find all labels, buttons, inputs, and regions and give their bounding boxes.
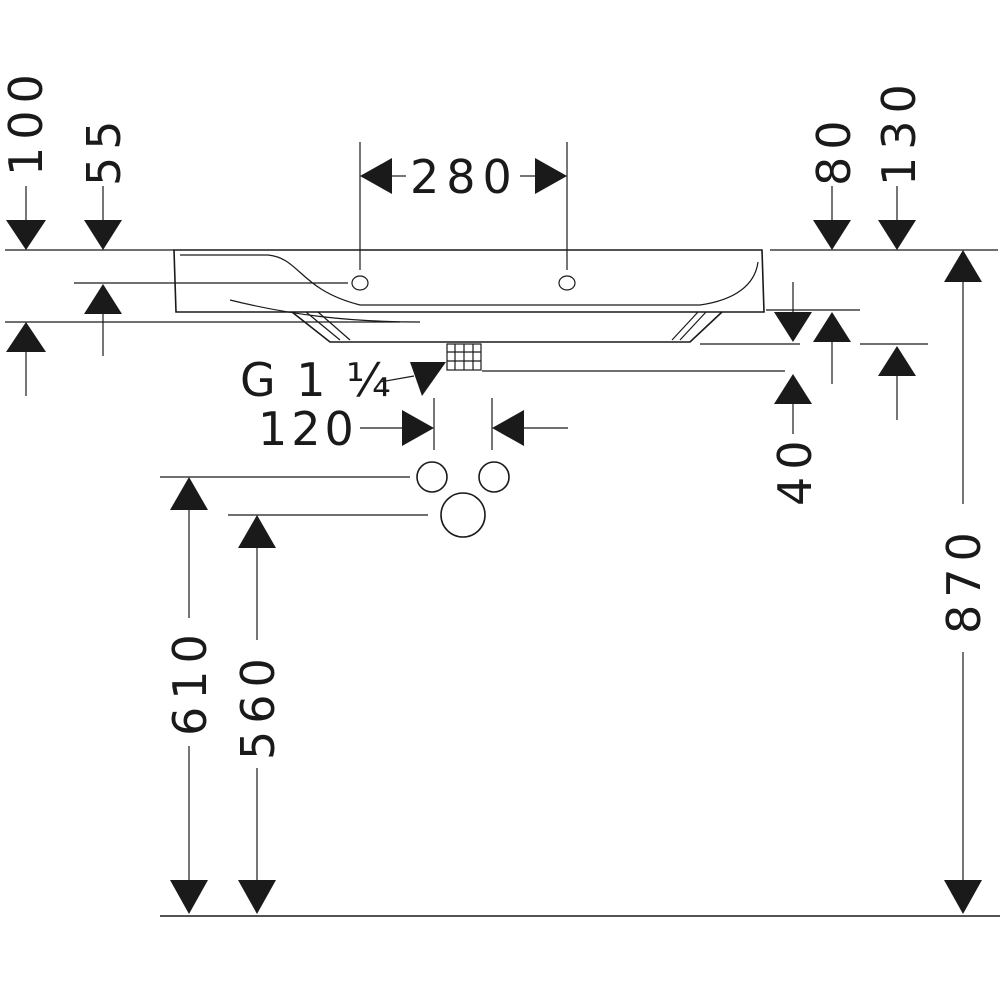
waste-circle: [440, 492, 486, 538]
dim-label-55: 55: [77, 113, 131, 186]
supply-hot-circle: [478, 461, 510, 493]
tap-hole-left: [351, 275, 369, 291]
dim-label-610: 610: [163, 627, 217, 736]
dim-label-870: 870: [937, 525, 991, 634]
dimension-610: 610: [163, 477, 217, 914]
dimension-80: 80: [807, 113, 861, 384]
dimension-40: 40: [768, 282, 822, 506]
dimension-120: 120: [258, 402, 568, 456]
dim-label-280: 280: [410, 150, 519, 204]
dim-label-80: 80: [807, 113, 861, 186]
dim-label-100: 100: [0, 67, 53, 176]
tap-hole-right: [558, 275, 576, 291]
dimension-870: 870: [937, 250, 991, 914]
thread-label: G 1 ¼: [240, 353, 394, 407]
supply-cold-circle: [416, 461, 448, 493]
dimension-280: 280: [360, 150, 567, 204]
reference-lines: [5, 142, 998, 516]
dimension-55: 55: [77, 113, 131, 356]
dim-label-130: 130: [872, 77, 926, 186]
dim-label-120: 120: [258, 402, 358, 456]
dimension-560: 560: [231, 515, 285, 914]
dimension-100: 100: [0, 67, 53, 396]
washbasin-outline: [173, 249, 765, 371]
dim-label-560: 560: [231, 651, 285, 760]
thread-callout: G 1 ¼: [240, 353, 446, 407]
dimension-130: 130: [872, 77, 926, 420]
drain-outlet: [446, 343, 482, 371]
dim-label-40: 40: [768, 433, 822, 506]
